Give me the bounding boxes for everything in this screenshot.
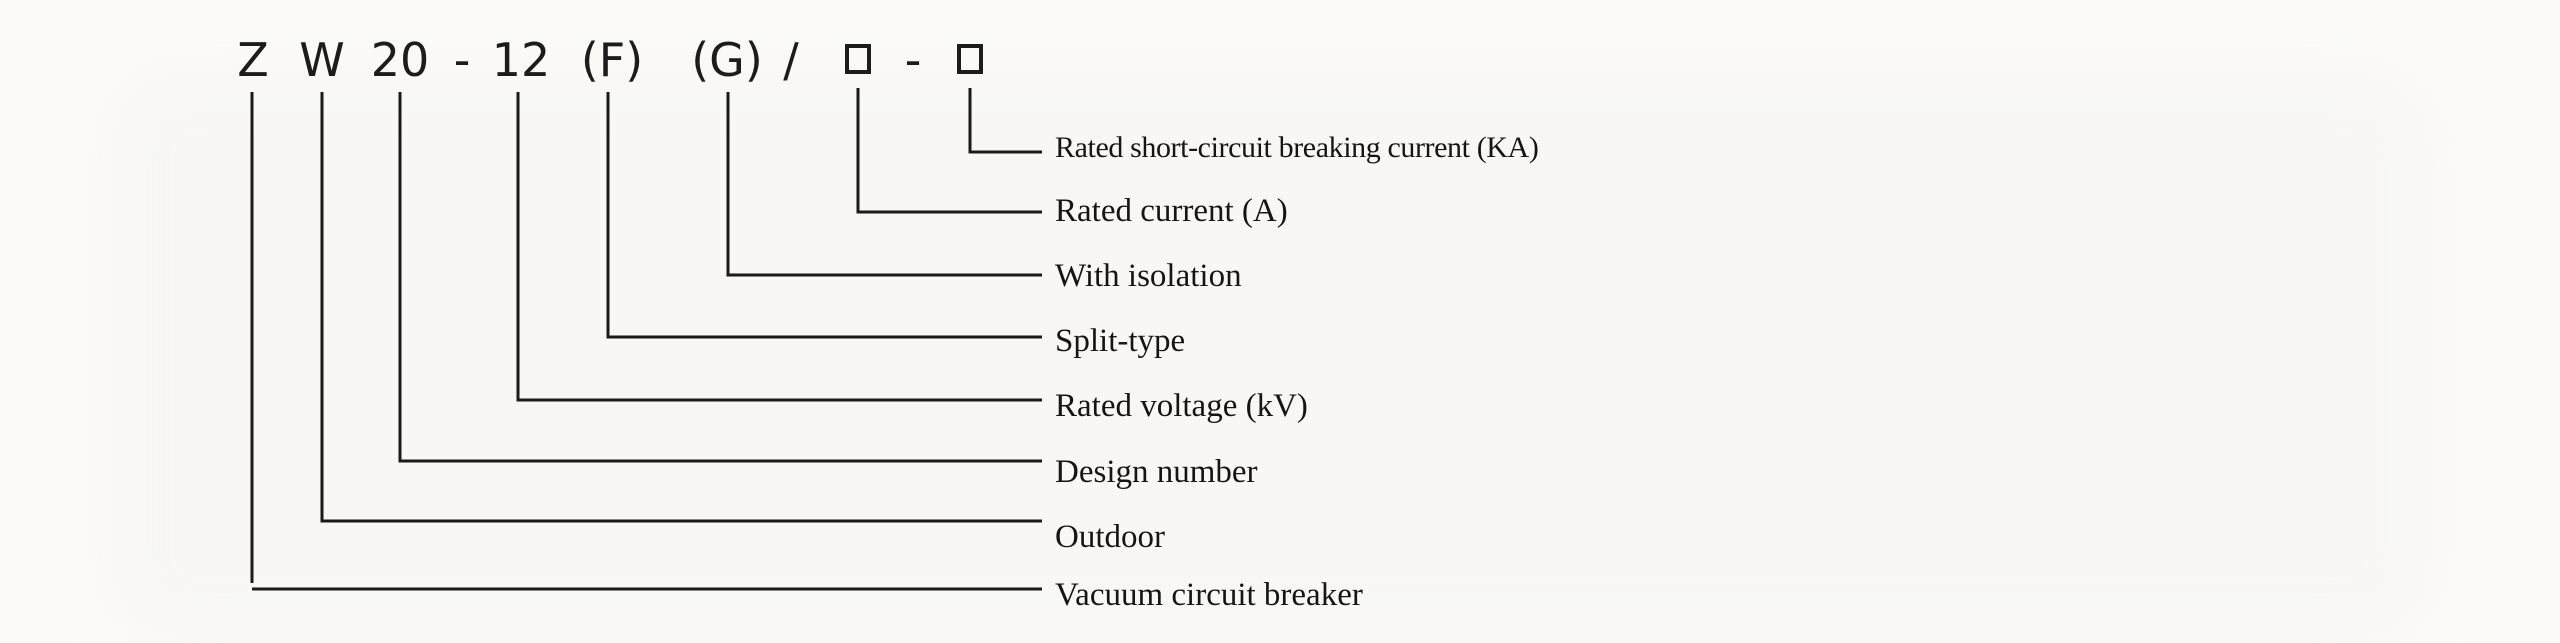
code-isolation: (G) [691, 33, 763, 87]
leader-outdoor [320, 92, 1042, 523]
leader-isolation [726, 92, 1042, 277]
code-design-number: 20 [370, 33, 430, 87]
leader-voltage [516, 92, 1042, 402]
leader-design [398, 92, 1042, 463]
leader-split [606, 92, 1042, 339]
short-circuit-placeholder-box [957, 44, 983, 74]
code-w: W [299, 33, 345, 87]
code-z: Z [237, 33, 269, 87]
label-outdoor: Outdoor [1055, 519, 1165, 555]
label-split-type: Split-type [1055, 323, 1186, 359]
label-with-isolation: With isolation [1055, 258, 1242, 294]
code-dash-1: - [453, 33, 471, 87]
code-slash: / [783, 33, 799, 87]
label-rated-voltage: Rated voltage (kV) [1055, 388, 1308, 424]
code-voltage: 12 [491, 33, 551, 87]
label-rated-current: Rated current (A) [1055, 193, 1288, 229]
leader-current [856, 88, 1042, 214]
code-split: (F) [580, 33, 644, 87]
label-design-number: Design number [1055, 454, 1258, 490]
label-vacuum-circuit-breaker: Vacuum circuit breaker [1055, 577, 1363, 613]
label-short-circuit-current: Rated short-circuit breaking current (KA… [1055, 131, 1539, 164]
code-dash-2: - [904, 33, 922, 87]
current-placeholder-box [845, 44, 871, 74]
background-shade [110, 70, 2430, 640]
leader-short-circuit [968, 88, 1042, 154]
